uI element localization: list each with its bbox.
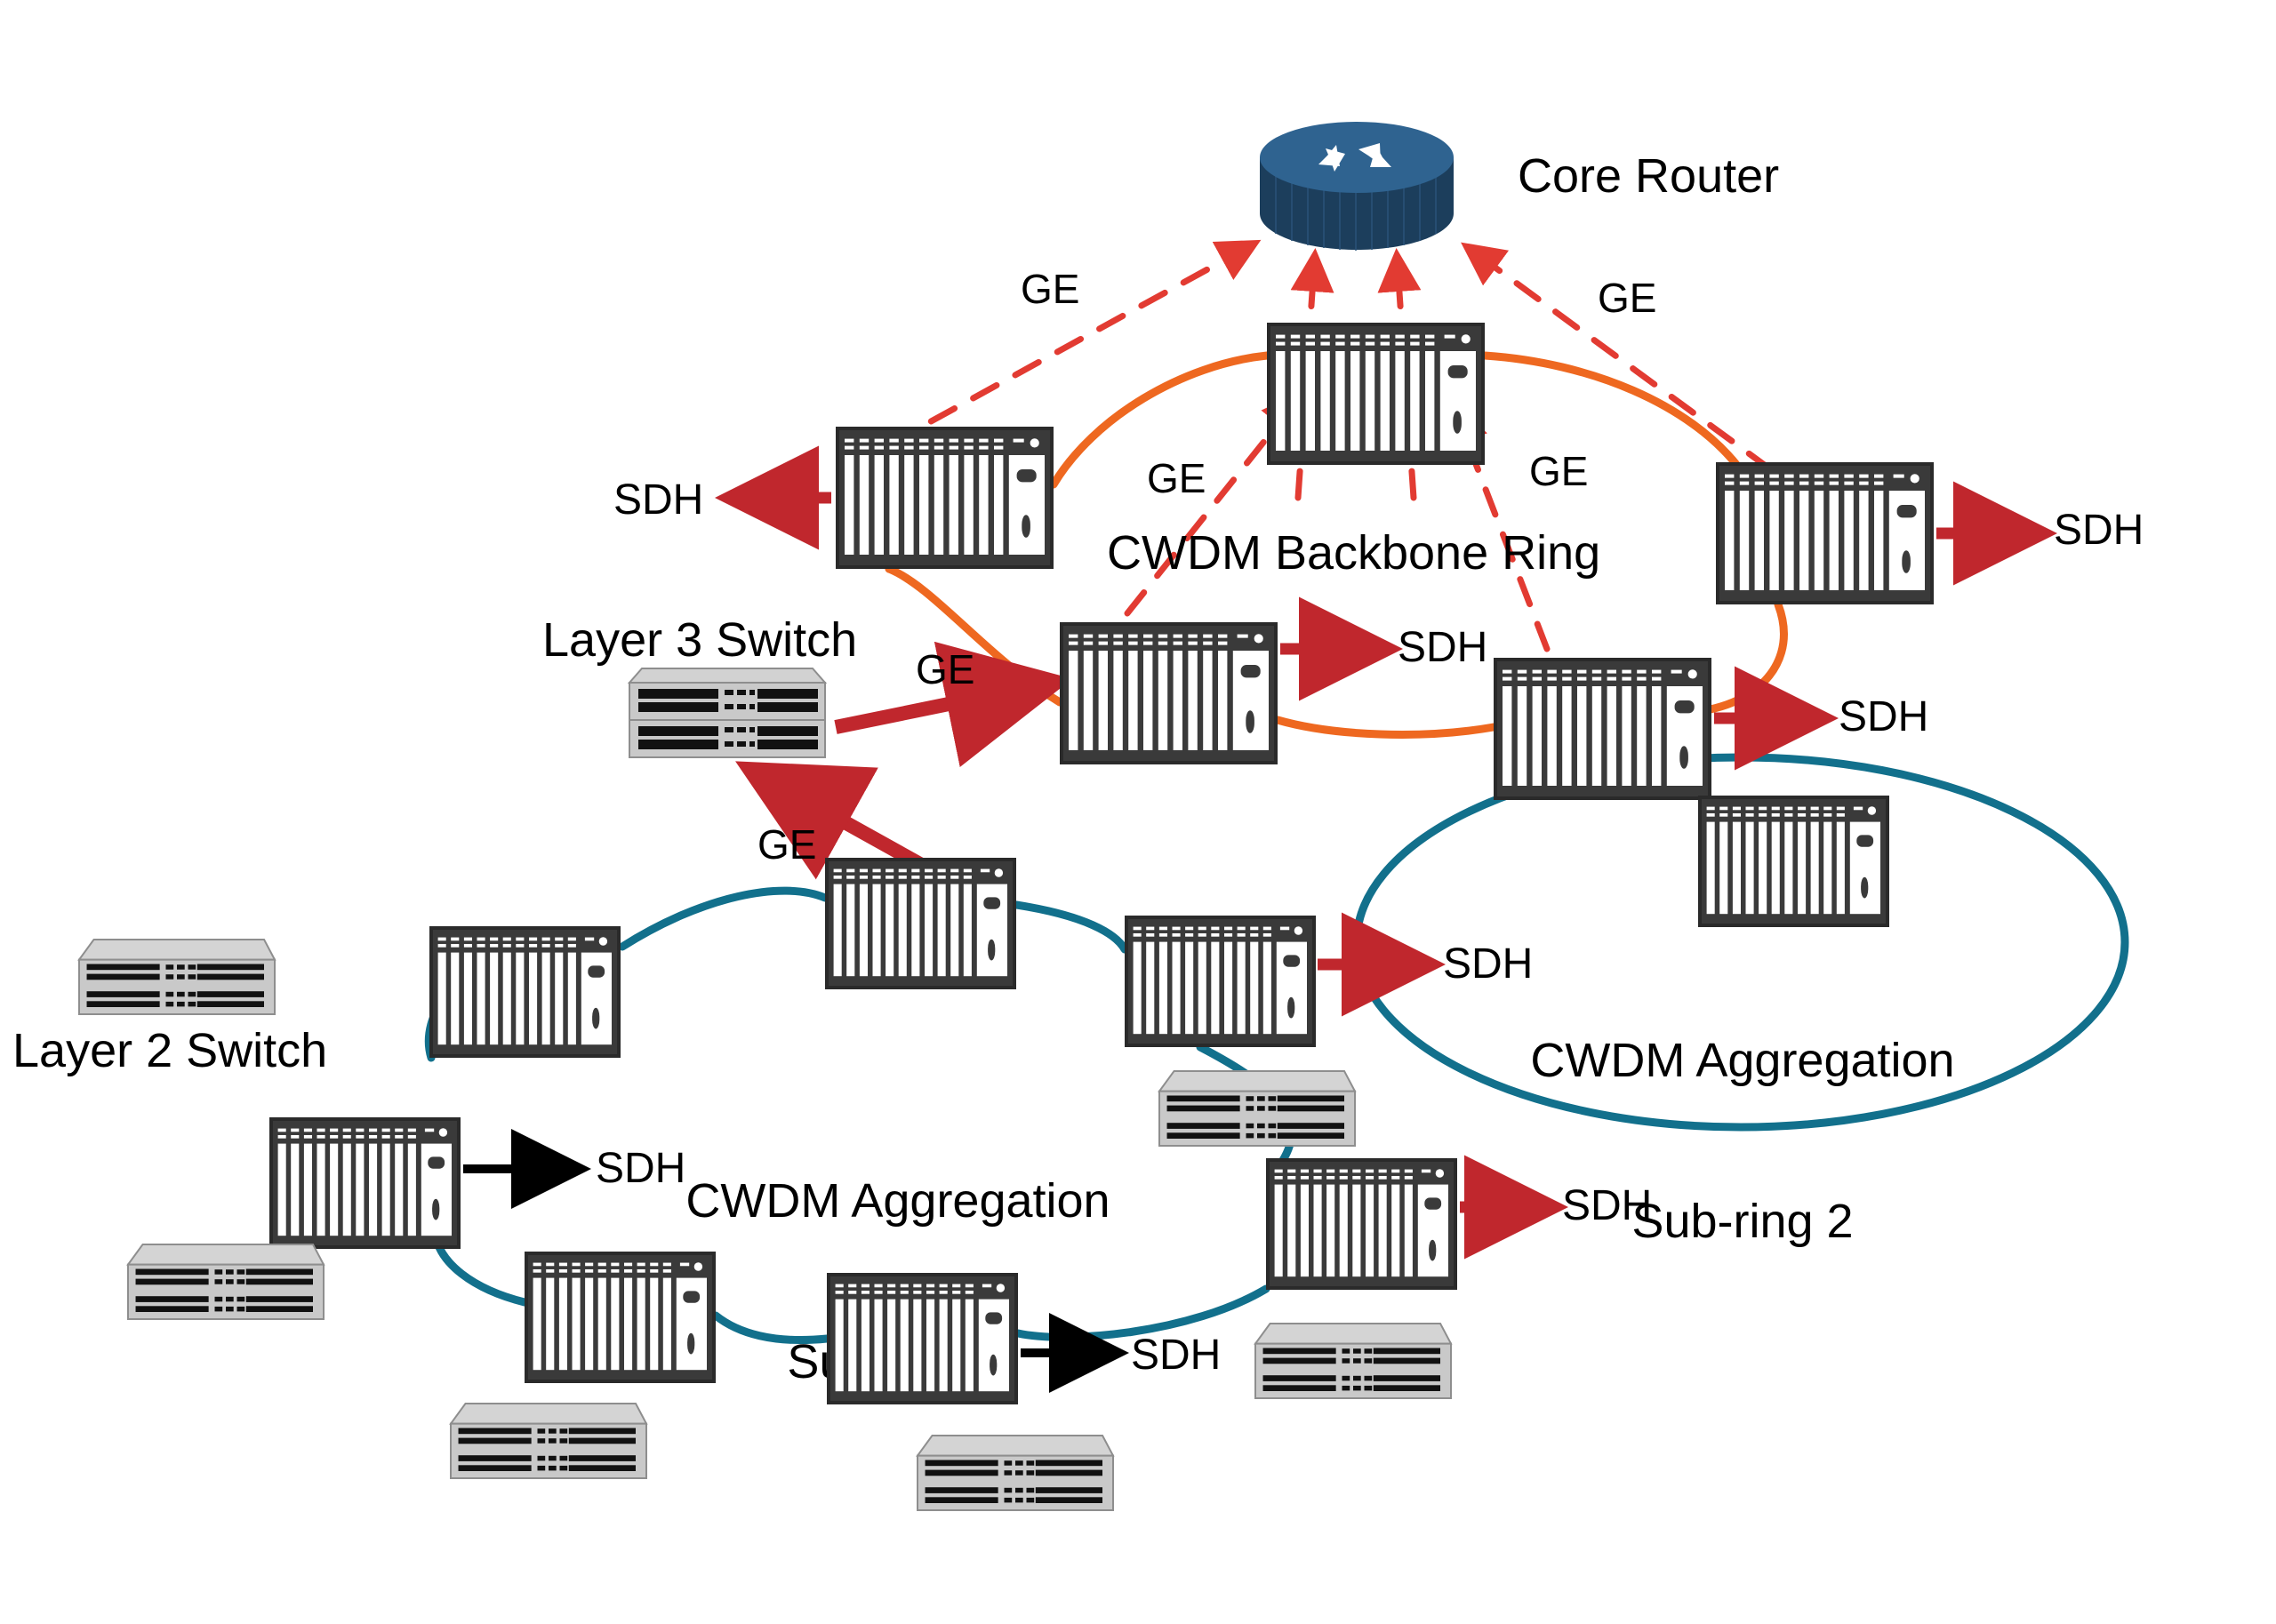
cwdm-chassis-icon[interactable] <box>825 858 1016 989</box>
cwdm-chassis-icon[interactable] <box>836 427 1054 569</box>
layer2-switch-icon[interactable] <box>1156 1069 1358 1148</box>
layer3-switch-icon[interactable] <box>622 665 829 761</box>
core-router-label: Core Router <box>1518 149 1780 203</box>
layer2-switch-icon[interactable] <box>76 938 278 1016</box>
router-arrows-glyph <box>1290 132 1414 182</box>
sdh-label-subring-right: SDH <box>1562 1182 1653 1229</box>
layer2-switch-label: Layer 2 Switch <box>12 1024 328 1077</box>
ge-link-left <box>886 239 1262 448</box>
ge-label-backbone-right: GE <box>1529 448 1589 494</box>
cwdm-chassis-icon[interactable] <box>827 1273 1018 1404</box>
ge-arrow-subring-to-l3 <box>735 761 928 880</box>
cwdm-chassis-icon[interactable] <box>525 1252 716 1383</box>
ge-label-l3-to-backbone: GE <box>916 646 975 692</box>
core-router-icon[interactable] <box>1258 120 1455 255</box>
ge-thick-arrows <box>735 641 1073 880</box>
sdh-label-backbone-right: SDH <box>2054 507 2144 554</box>
subring2-label-line1: CWDM Aggregation <box>1530 1033 1955 1087</box>
subring2-label: CWDM Aggregation Sub-ring 2 <box>1511 926 1974 1356</box>
sdh-label-backbone-left: SDH <box>613 476 704 524</box>
ge-link-right <box>1461 242 1813 501</box>
layer2-switch-icon[interactable] <box>1252 1322 1455 1400</box>
layer3-switch-label: Layer 3 Switch <box>542 613 858 667</box>
layer2-switch-icon[interactable] <box>124 1243 327 1321</box>
ge-label-core-right: GE <box>1598 275 1657 321</box>
layer2-switch-icon[interactable] <box>914 1434 1117 1512</box>
cwdm-chassis-icon[interactable] <box>269 1117 461 1249</box>
ge-label-core-left: GE <box>1021 266 1080 312</box>
cwdm-chassis-icon[interactable] <box>1125 916 1316 1047</box>
sdh-label-backbone-low: SDH <box>1839 693 1929 740</box>
cwdm-chassis-icon[interactable] <box>1060 622 1278 764</box>
backbone-ring-label: CWDM Backbone Ring <box>1107 526 1601 580</box>
sdh-label-subring-bottom: SDH <box>1131 1332 1222 1379</box>
cwdm-chassis-icon[interactable] <box>1698 796 1889 927</box>
ge-label-backbone-left: GE <box>1147 455 1206 501</box>
layer2-switch-icon[interactable] <box>447 1402 650 1480</box>
layer3-switch-svg <box>627 668 828 758</box>
subring1-label-line1: CWDM Aggregation <box>685 1173 1110 1228</box>
sdh-label-backbone-mid: SDH <box>1398 624 1488 671</box>
cwdm-chassis-icon[interactable] <box>1267 323 1485 465</box>
sdh-label-subring-left: SDH <box>596 1145 686 1192</box>
ge-label-subring-to-l3: GE <box>757 821 817 868</box>
core-router-svg <box>1260 122 1454 251</box>
cwdm-chassis-icon[interactable] <box>429 926 621 1058</box>
ge-arrow-l3-to-backbone <box>834 641 1073 767</box>
cwdm-chassis-icon[interactable] <box>1266 1158 1457 1290</box>
sdh-arrows <box>463 445 2057 1393</box>
sdh-label-subring-top: SDH <box>1443 940 1534 988</box>
cwdm-chassis-icon[interactable] <box>1716 462 1934 604</box>
cwdm-chassis-icon[interactable] <box>1494 658 1711 800</box>
subring2-label-line2: Sub-ring 2 <box>1631 1195 1854 1249</box>
